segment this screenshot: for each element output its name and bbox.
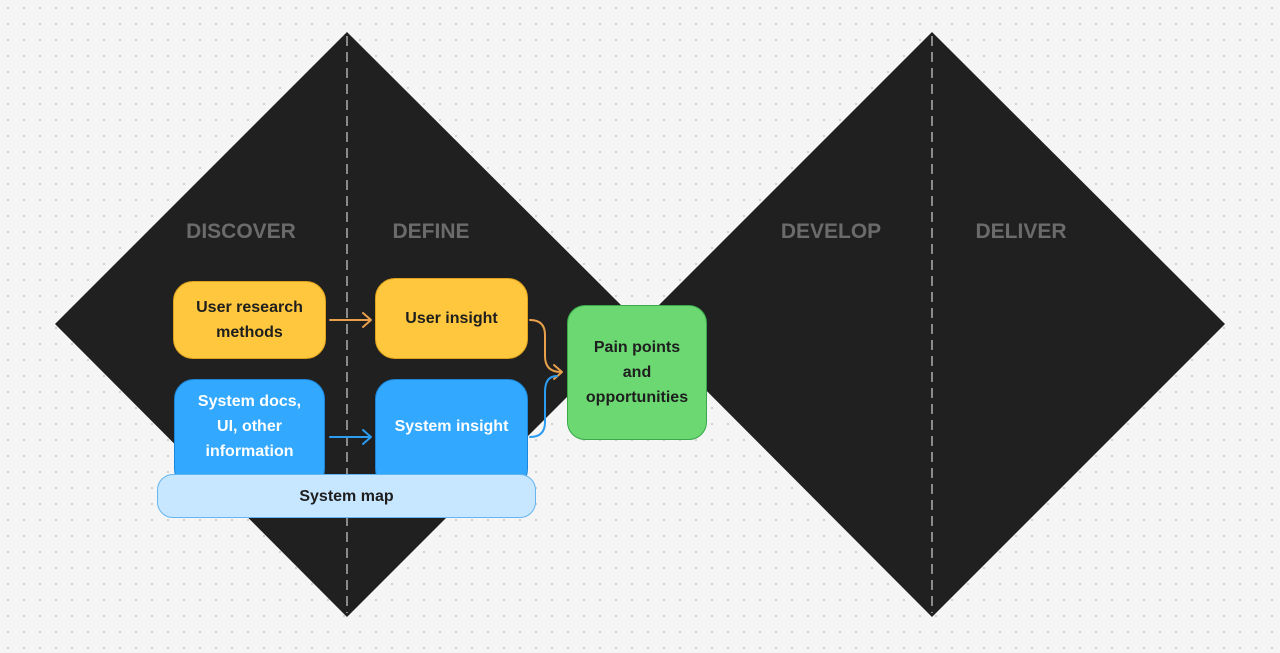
system-map-label: System map — [299, 487, 394, 505]
pain-points-box: Pain points and opportunities — [567, 305, 707, 440]
phase-label-deliver: DELIVER — [975, 220, 1066, 243]
user-insight-label: User insight — [405, 310, 498, 327]
phase-label-define: DEFINE — [392, 220, 469, 243]
user-research-methods-label: User research methods — [196, 299, 303, 341]
system-insight-box: System insight — [375, 379, 528, 489]
user-insight-connector — [529, 319, 562, 373]
system-docs-arrow-head — [362, 429, 372, 445]
system-docs-box: System docs, UI, other information — [174, 379, 325, 489]
phase-label-develop: DEVELOP — [781, 220, 881, 243]
phase-label-discover: DISCOVER — [186, 220, 296, 243]
system-docs-label: System docs, UI, other information — [197, 392, 302, 460]
system-insight-connector — [529, 375, 558, 438]
system-insight-label: System insight — [394, 417, 509, 435]
user-research-methods-box: User research methods — [173, 281, 326, 359]
system-map-bar: System map — [157, 474, 536, 518]
user-research-arrow-head — [362, 312, 372, 328]
pain-points-label: Pain points and opportunities — [585, 339, 689, 406]
user-insight-box: User insight — [375, 278, 528, 359]
